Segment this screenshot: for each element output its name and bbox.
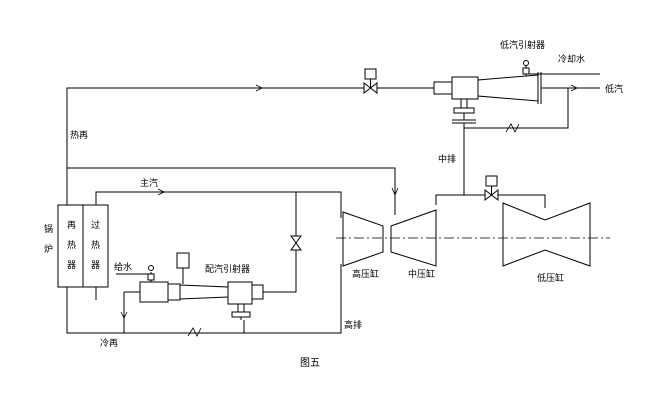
flow-arrow	[391, 187, 399, 197]
main-steam-label: 主汽	[140, 177, 158, 189]
reheater-label-1: 再	[67, 220, 76, 231]
superheater-label-3: 器	[91, 260, 100, 271]
reheater-label-2: 热	[67, 239, 76, 251]
lp-steam-label: 低汽	[605, 83, 623, 95]
check-valve	[505, 123, 520, 133]
ip-exhaust-line: 中排	[435, 128, 546, 208]
cold-reheat-ejector-label: 配汽引射器	[205, 263, 250, 275]
figure-caption: 图五	[300, 357, 320, 369]
feedwater-label: 给水	[114, 261, 132, 273]
lp-ejector-mixing-chamber	[451, 76, 479, 100]
ejector-controller	[176, 252, 190, 269]
hp-cylinder-label: 高压缸	[352, 268, 379, 280]
ejector-mixing-chamber	[227, 281, 253, 305]
boiler-label-a: 锅	[44, 224, 53, 235]
lp-cylinder-label: 低压缸	[537, 272, 564, 284]
flow-arrow	[157, 188, 165, 196]
flow-arrow	[570, 84, 578, 92]
ip-exhaust-label: 中排	[438, 153, 456, 165]
hp-exhaust-line: 高排 冷再	[66, 264, 362, 349]
cooling-water-line: 冷却水	[528, 53, 600, 75]
cooling-water-label: 冷却水	[558, 53, 585, 65]
recirculation-line	[463, 88, 569, 133]
main-steam-valve	[290, 235, 302, 251]
superheater-label-1: 过	[91, 219, 100, 231]
hot-reheat-to-ip-line	[67, 167, 396, 215]
hot-reheat-label: 热再	[70, 129, 88, 141]
lp-ejector-nozzle	[433, 81, 453, 95]
lp-cylinder: 低压缸	[502, 202, 591, 284]
ip-cylinder-label: 中压缸	[408, 268, 435, 280]
boiler-label-b: 炉	[44, 243, 53, 255]
hp-exhaust-label: 高排	[344, 319, 362, 331]
lp-ejector-diffuser	[477, 74, 539, 102]
hp-cylinder: 高压缸	[342, 211, 384, 280]
main-steam-line: 主汽	[95, 177, 342, 293]
boiler: 锅 炉 再 热 器 过 热 器	[44, 204, 109, 288]
flow-arrow	[120, 311, 128, 319]
check-valve	[187, 327, 202, 337]
lp-ejector: 低汽引射器	[433, 39, 545, 124]
cold-reheat-ejector: 给水 配汽引射器	[95, 252, 264, 320]
cold-reheat-label: 冷再	[100, 337, 118, 349]
hot-reheat-line: 热再	[66, 84, 434, 205]
flow-arrow	[255, 84, 263, 92]
superheater-label-2: 热	[91, 239, 100, 251]
ip-cylinder: 中压缸	[390, 209, 437, 280]
reheater-label-3: 器	[67, 260, 76, 271]
control-valve-top	[363, 68, 378, 95]
lp-steam-outlet: 低汽	[541, 83, 623, 95]
lp-ejector-label: 低汽引射器	[500, 39, 545, 51]
